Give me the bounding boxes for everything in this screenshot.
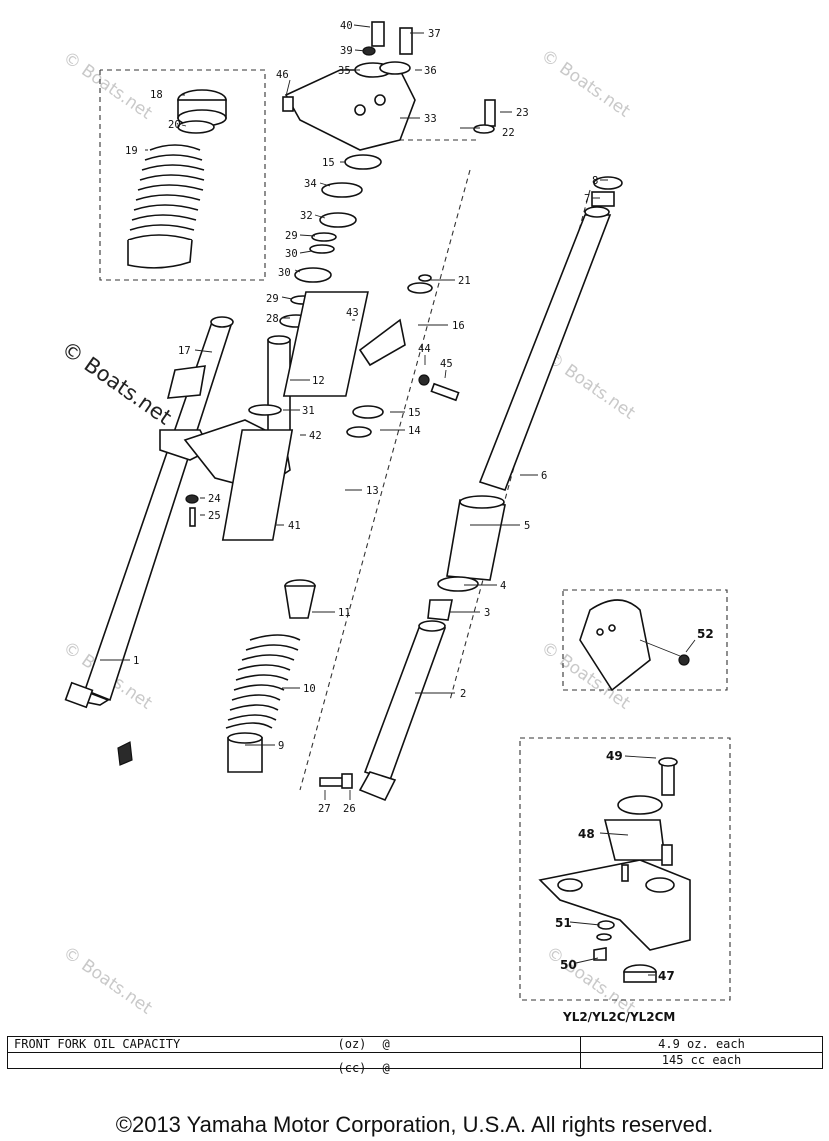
upper-bracket <box>279 21 496 328</box>
watermark: © Boats.net <box>59 48 156 124</box>
center-fork-internals <box>221 274 460 773</box>
callout-30b: 30 <box>278 267 291 279</box>
spec-unit: (oz) <box>337 1037 367 1051</box>
callout-50: 50 <box>560 958 577 972</box>
watermark-dark: © Boats.net <box>57 336 176 429</box>
callout-21: 21 <box>458 275 471 287</box>
callout-27: 27 <box>318 803 331 815</box>
callout-16: 16 <box>452 320 465 332</box>
callout-25: 25 <box>208 510 221 522</box>
callout-15a: 15 <box>322 157 335 169</box>
callout-26: 26 <box>343 803 356 815</box>
spec-value: 4.9 oz. each <box>580 1036 823 1053</box>
callout-30a: 30 <box>285 248 298 260</box>
callout-41: 41 <box>288 520 301 532</box>
callout-19: 19 <box>125 145 138 157</box>
watermark: © Boats.net <box>537 46 634 122</box>
callout-14: 14 <box>408 425 421 437</box>
spec-label-cell: FRONT FORK OIL CAPACITY (oz) @ <box>7 1036 581 1053</box>
callout-10: 10 <box>303 683 316 695</box>
callout-45: 45 <box>440 358 453 370</box>
callout-17: 17 <box>178 345 191 357</box>
callout-31: 31 <box>302 405 315 417</box>
callouts: 40 37 39 35 36 46 33 23 22 18 20 19 15 3… <box>125 20 714 983</box>
callout-35: 35 <box>338 65 351 77</box>
callout-15b: 15 <box>408 407 421 419</box>
callout-22: 22 <box>502 127 515 139</box>
callout-23: 23 <box>516 107 529 119</box>
inset-yl2-bracket <box>538 757 691 983</box>
callout-3: 3 <box>484 607 490 619</box>
spec-mark: @ <box>382 1060 390 1075</box>
callout-28: 28 <box>266 313 279 325</box>
callout-42: 42 <box>309 430 322 442</box>
callout-51: 51 <box>555 916 572 930</box>
inset-bracket-detail <box>579 599 690 692</box>
callout-13: 13 <box>366 485 379 497</box>
callout-40: 40 <box>340 20 353 32</box>
spec-unit: (cc) <box>337 1060 367 1075</box>
callout-6: 6 <box>541 470 547 482</box>
callout-2: 2 <box>460 688 466 700</box>
callout-4: 4 <box>500 580 506 592</box>
left-fork-leg <box>64 316 234 709</box>
exploded-parts-diagram: © Boats.net © Boats.net © Boats.net © Bo… <box>57 20 731 1019</box>
callout-18: 18 <box>150 89 163 101</box>
callout-1: 1 <box>133 655 139 667</box>
callout-48: 48 <box>578 827 595 841</box>
callout-32: 32 <box>300 210 313 222</box>
callout-46: 46 <box>276 69 289 81</box>
callout-5: 5 <box>524 520 530 532</box>
callout-12: 12 <box>312 375 325 387</box>
callout-47: 47 <box>658 969 675 983</box>
callout-52: 52 <box>697 627 714 641</box>
callout-44: 44 <box>418 343 431 355</box>
right-fork-leg <box>319 176 623 802</box>
callout-36: 36 <box>424 65 437 77</box>
callout-9: 9 <box>278 740 284 752</box>
callout-7: 7 <box>584 193 590 205</box>
leader-lines <box>100 24 696 976</box>
copyright-notice: ©2013 Yamaha Motor Corporation, U.S.A. A… <box>115 1112 714 1137</box>
table-row: FRONT FORK OIL CAPACITY (oz) @ 4.9 oz. e… <box>7 1036 823 1053</box>
callout-37: 37 <box>428 28 441 40</box>
callout-11: 11 <box>338 607 351 619</box>
inset-model-label: YL2/YL2C/YL2CM <box>563 1010 676 1024</box>
spec-label: FRONT FORK OIL CAPACITY <box>14 1037 181 1051</box>
watermark: © Boats.net <box>542 348 639 424</box>
watermark: © Boats.net <box>59 943 156 1019</box>
spec-label-cell: (cc) @ <box>7 1052 581 1075</box>
oil-capacity-table: FRONT FORK OIL CAPACITY (oz) @ 4.9 oz. e… <box>7 1036 823 1075</box>
callout-20: 20 <box>168 119 181 131</box>
spec-value: 145 cc each <box>580 1052 823 1069</box>
callout-29a: 29 <box>285 230 298 242</box>
callout-49: 49 <box>606 749 623 763</box>
callout-8: 8 <box>592 175 598 187</box>
fork-boot-assembly <box>127 89 227 269</box>
callout-39: 39 <box>340 45 353 57</box>
callout-33: 33 <box>424 113 437 125</box>
spec-mark: @ <box>382 1037 390 1051</box>
table-row: (cc) @ 145 cc each <box>7 1052 823 1075</box>
callout-34: 34 <box>304 178 317 190</box>
callout-24: 24 <box>208 493 221 505</box>
cable-guide-clip <box>117 741 133 766</box>
callout-43: 43 <box>346 307 359 319</box>
callout-29b: 29 <box>266 293 279 305</box>
